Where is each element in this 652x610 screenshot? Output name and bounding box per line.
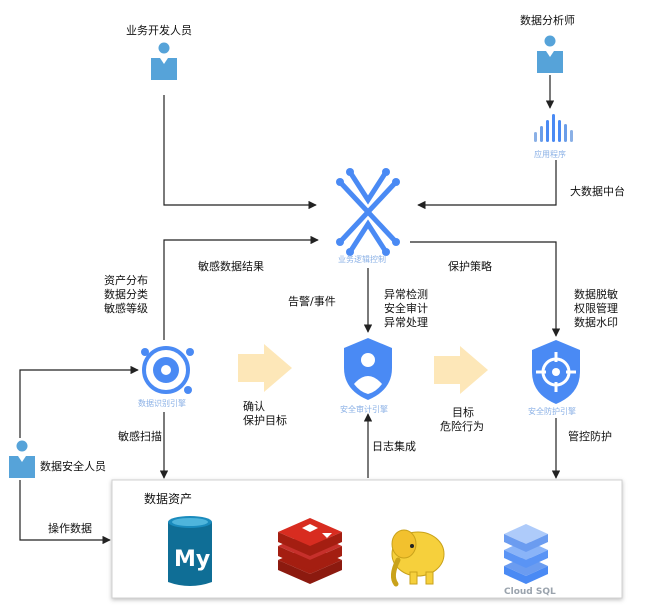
target-scan-icon bbox=[141, 346, 194, 394]
anomaly-detection-label: 异常检测 bbox=[384, 287, 428, 301]
connectors bbox=[19, 75, 561, 545]
sensitive-scan-label: 敏感扫描 bbox=[118, 429, 162, 443]
app-node: 应用程序 bbox=[534, 114, 573, 159]
data-assets-title: 数据资产 bbox=[144, 491, 192, 506]
cloud-sql-label: Cloud SQL bbox=[504, 587, 556, 597]
control-protect-label: 管控防护 bbox=[568, 429, 612, 443]
redis-icon bbox=[278, 518, 342, 584]
bar-chart-icon bbox=[534, 114, 573, 142]
edge-developer-to-logic bbox=[163, 95, 317, 210]
operate-data-label: 操作数据 bbox=[48, 521, 92, 535]
data-assets-panel: 数据资产 My bbox=[111, 479, 623, 599]
app-label: 应用程序 bbox=[534, 149, 566, 159]
logic-control-label: 业务逻辑控制 bbox=[338, 254, 386, 264]
security-audit-label: 安全审计 bbox=[384, 301, 428, 315]
shield-crosshair-icon bbox=[532, 340, 580, 404]
flow-arrow-target bbox=[434, 346, 488, 394]
identify-engine-label: 数据识别引擎 bbox=[138, 398, 186, 408]
data-classification-label: 数据分类 bbox=[104, 287, 148, 301]
target-label: 目标 bbox=[452, 405, 474, 419]
person-icon bbox=[9, 440, 35, 478]
protect-engine-label: 安全防护引擎 bbox=[528, 406, 576, 416]
developer-label: 业务开发人员 bbox=[126, 23, 192, 37]
developer-role: 业务开发人员 bbox=[126, 23, 192, 80]
flow-arrow-confirm bbox=[238, 344, 292, 392]
logic-control-node: 业务逻辑控制 bbox=[336, 168, 400, 264]
hub-dots bbox=[336, 168, 400, 256]
shield-user-icon bbox=[344, 338, 392, 400]
cloud-sql-icon bbox=[504, 524, 548, 584]
data-masking-label: 数据脱敏 bbox=[574, 287, 618, 301]
edge-logic-to-protect bbox=[410, 241, 561, 337]
asset-distribution-label: 资产分布 bbox=[104, 273, 148, 287]
security-staff-role: 数据安全人员 bbox=[9, 440, 106, 478]
analyst-label: 数据分析师 bbox=[520, 13, 575, 27]
audit-engine-node: 安全审计引擎 bbox=[340, 338, 392, 414]
data-watermark-label: 数据水印 bbox=[574, 315, 618, 329]
hadoop-elephant-icon bbox=[390, 529, 445, 587]
risk-behavior-label: 危险行为 bbox=[440, 419, 484, 433]
log-integration-label: 日志集成 bbox=[372, 439, 416, 453]
mysql-icon: My bbox=[168, 516, 212, 586]
person-icon bbox=[151, 42, 177, 80]
protect-engine-node: 安全防护引擎 bbox=[528, 340, 580, 416]
person-icon bbox=[537, 35, 563, 73]
anomaly-handling-label: 异常处理 bbox=[384, 316, 428, 329]
audit-engine-label: 安全审计引擎 bbox=[340, 404, 388, 414]
alarm-label: 告警/事件 bbox=[288, 294, 336, 308]
sensitive-result-label: 敏感数据结果 bbox=[198, 259, 264, 273]
edge-staff-to-identify bbox=[19, 365, 139, 438]
edge-staff-to-assets bbox=[19, 480, 111, 545]
protect-policy-label: 保护策略 bbox=[448, 259, 492, 273]
edge-bigdata-to-logic bbox=[417, 160, 557, 210]
confirm-label: 确认 bbox=[243, 400, 265, 413]
identify-engine-node: 数据识别引擎 bbox=[138, 346, 194, 408]
big-data-label: 大数据中台 bbox=[570, 184, 625, 198]
mysql-text: My bbox=[174, 547, 210, 572]
edge-identify-to-logic bbox=[163, 235, 319, 340]
network-hub-icon bbox=[337, 169, 399, 255]
security-staff-label: 数据安全人员 bbox=[40, 459, 106, 473]
analyst-role: 数据分析师 bbox=[520, 13, 575, 73]
protect-target-label: 保护目标 bbox=[243, 413, 287, 427]
permission-mgmt-label: 权限管理 bbox=[574, 301, 618, 315]
sensitivity-level-label: 敏感等级 bbox=[104, 301, 148, 315]
